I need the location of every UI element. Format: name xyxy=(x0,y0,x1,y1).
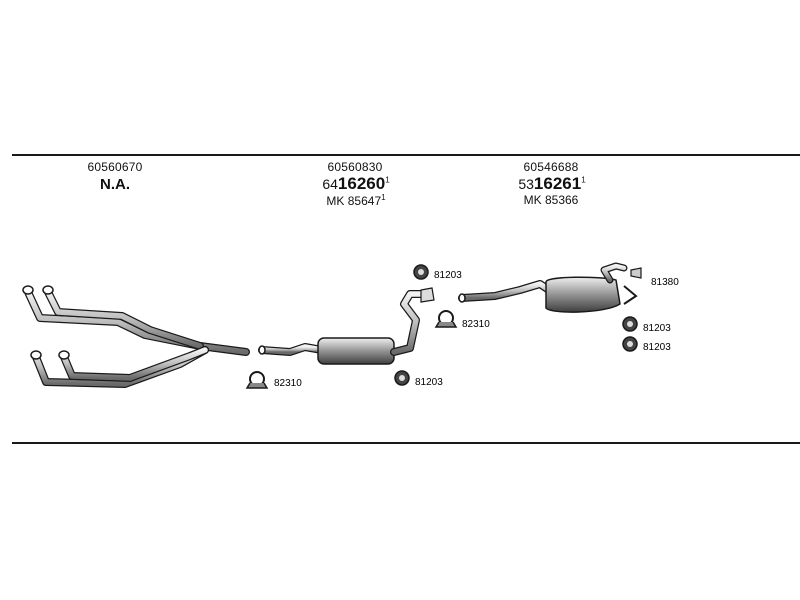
middle-silencer xyxy=(258,290,428,365)
clamp-mid-label: 82310 xyxy=(462,319,490,330)
rear-silencer xyxy=(458,262,628,313)
rear-silencer-prefix: 53 xyxy=(518,176,534,192)
hanger-rear-label: 81380 xyxy=(651,277,679,288)
clamp-front-label: 82310 xyxy=(274,378,302,389)
middle-silencer-superscript: 1 xyxy=(385,175,390,185)
gasket-rear-2-icon xyxy=(622,336,638,352)
middle-silencer-alt-ref-text: MK 85647 xyxy=(326,194,382,208)
middle-silencer-prefix: 64 xyxy=(322,176,338,192)
middle-silencer-number: 16260 xyxy=(337,174,386,193)
gasket-mid-top-icon xyxy=(413,264,429,280)
front-pipe-code: 60560670 xyxy=(87,160,143,174)
rear-silencer-code: 60546688 xyxy=(523,160,579,174)
front-pipe-name: N.A. xyxy=(100,176,130,193)
rear-silencer-alt-ref: MK 85366 xyxy=(523,193,579,207)
rear-silencer-number: 16261 xyxy=(533,174,582,193)
gasket-mid-top-label: 81203 xyxy=(434,270,462,281)
front-pipe xyxy=(22,285,250,388)
middle-silencer-alt-superscript: 1 xyxy=(381,193,386,202)
middle-silencer-alt-ref: MK 856471 xyxy=(318,193,394,208)
gasket-rear-2-label: 81203 xyxy=(643,342,671,353)
gasket-rear-1-label: 81203 xyxy=(643,323,671,334)
connector-sleeve-icon xyxy=(420,287,435,303)
gasket-mid-low-icon xyxy=(394,370,410,386)
clamp-front-icon xyxy=(245,371,269,389)
middle-silencer-part: 64162601 xyxy=(318,174,394,194)
rear-silencer-superscript: 1 xyxy=(581,175,586,185)
clamp-mid-icon xyxy=(434,310,458,328)
gasket-rear-1-icon xyxy=(622,316,638,332)
bottom-divider-line xyxy=(12,442,800,444)
hanger-rear-icon xyxy=(623,267,642,305)
rear-silencer-part: 53162611 xyxy=(512,174,592,194)
middle-silencer-code: 60560830 xyxy=(327,160,383,174)
top-divider-line xyxy=(12,154,800,156)
gasket-mid-low-label: 81203 xyxy=(415,377,443,388)
